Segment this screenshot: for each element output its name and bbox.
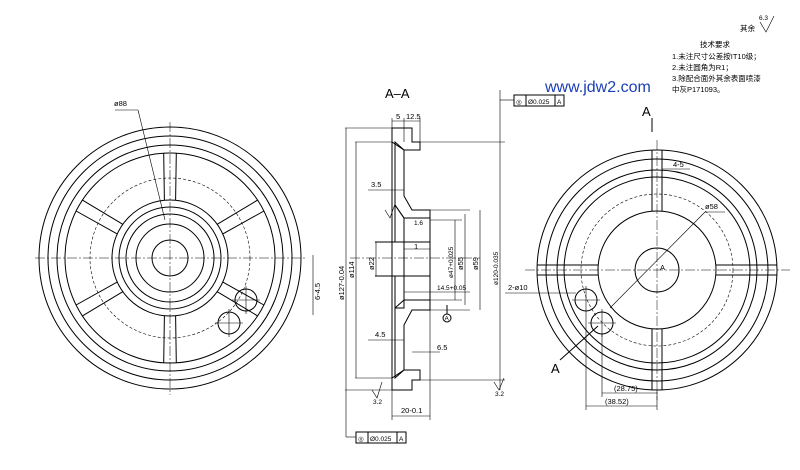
tolerance-datum: A	[399, 436, 404, 443]
dim-dia-47: ø47+0.025	[448, 246, 455, 278]
tolerance-frame-top: ◎ Ø0.025 A	[500, 94, 565, 107]
dim-3-5: 3.5	[371, 180, 381, 189]
dim-2-dia-10: 2-ø10	[508, 283, 528, 292]
tolerance-frame-bottom: ◎ Ø0.025 A	[345, 390, 407, 444]
spoke-edge	[216, 291, 258, 317]
spokes	[75, 153, 265, 363]
dim-20: 20-0.1	[401, 406, 422, 415]
dim-dia-55: ø55	[456, 257, 465, 270]
tolerance-symbol: ◎	[516, 99, 522, 106]
dim-1: 1	[414, 242, 418, 251]
dim-top-12-5: 12.5	[406, 112, 421, 121]
view-mark-top: A	[642, 104, 651, 119]
dim-top-5: 5	[396, 112, 400, 121]
spoke-edge	[175, 153, 177, 201]
spoke-edge	[222, 210, 265, 235]
dim-1-6: 1.6	[414, 220, 423, 227]
left-view: ø88 6-4.5	[35, 99, 322, 395]
spoke-edge	[163, 153, 165, 201]
surface-finish-mark: 其余 6.3	[740, 15, 775, 33]
watermark: www.jdw2.com	[544, 79, 651, 96]
tech-title: 技术要求	[700, 39, 730, 49]
dim-38-52: (38.52)	[605, 397, 629, 406]
tolerance-value: Ø0.025	[528, 99, 550, 106]
tech-item-3: 3.除配合面外其余表面喷漆	[672, 73, 761, 83]
roughness-3-2-a: 3.2	[373, 399, 382, 406]
spoke-edge	[216, 199, 258, 225]
spoke-edge	[175, 315, 177, 363]
dim-dia-120: ø120-0.035	[493, 251, 500, 285]
surface-finish-value: 6.3	[759, 15, 768, 22]
spoke-edge	[75, 210, 118, 235]
tolerance-symbol: ◎	[358, 436, 364, 443]
tech-requirements: 技术要求 1.未注尺寸公差按IT10级； 2.未注圆角为R1； 3.除配合面外其…	[672, 39, 761, 94]
dim-4-5: 4.5	[375, 330, 385, 339]
tolerance-datum: A	[557, 99, 562, 106]
dim-dia-59: ø59	[471, 257, 480, 270]
surface-finish-prefix: 其余	[740, 23, 755, 33]
roughness-3-2-b: 3.2	[495, 391, 504, 398]
dim-dia-114: ø114	[347, 261, 356, 278]
section-label: A–A	[385, 86, 410, 101]
tech-item-4: 中灰P171093。	[672, 84, 725, 94]
dim-6-5: 6.5	[437, 343, 447, 352]
spoke-edge	[82, 291, 124, 317]
view-mark-bottom: A	[551, 361, 560, 376]
spoke-edge	[82, 199, 124, 225]
dim-dia-58: ø58	[705, 202, 718, 211]
center-mark: A	[660, 263, 665, 272]
tech-item-1: 1.未注尺寸公差按IT10级；	[672, 51, 761, 61]
spoke-edge	[222, 281, 265, 306]
tolerance-value: Ø0.025	[370, 436, 392, 443]
dim-dia-22: ø22	[367, 257, 376, 270]
dim-dia-127: ø127-0.04	[337, 266, 346, 300]
dim-28-75: (28.75)	[614, 384, 638, 393]
tech-item-2: 2.未注圆角为R1；	[672, 62, 733, 72]
dim-6-4-5: 6-4.5	[313, 283, 322, 300]
dim-dia-88: ø88	[114, 99, 127, 108]
spoke-edge	[75, 281, 118, 306]
spoke-edge	[163, 315, 165, 363]
datum-marker-label: A	[445, 316, 450, 323]
right-view: A A A 4-5 ø58 2-ø10 (28.75) (38.52)	[505, 104, 790, 410]
section-view: A–A	[337, 86, 565, 444]
dim-14-5: 14.5+0.05	[437, 285, 466, 292]
dim-4-5-right: 4-5	[673, 160, 684, 169]
